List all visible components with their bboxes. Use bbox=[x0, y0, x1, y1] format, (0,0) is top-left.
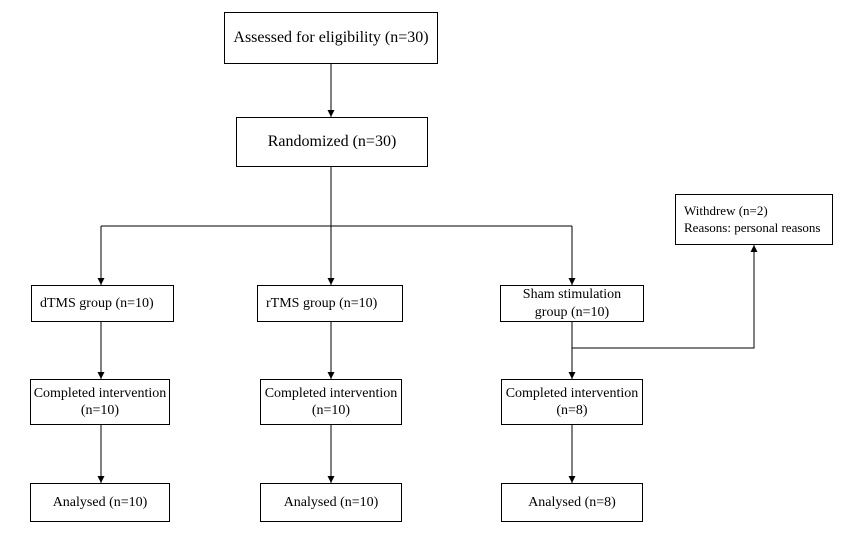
randomized-box: Randomized (n=30) bbox=[236, 117, 428, 167]
dtms-analysed-box: Analysed (n=10) bbox=[30, 483, 170, 522]
rtms-group-label: rTMS group (n=10) bbox=[266, 295, 378, 311]
rtms-group-box: rTMS group (n=10) bbox=[257, 285, 403, 322]
sham-analysed-label: Analysed (n=8) bbox=[528, 494, 616, 510]
dtms-completed-label: Completed intervention bbox=[33, 385, 167, 401]
rtms-analysed-label: Analysed (n=10) bbox=[283, 494, 379, 510]
sham-group-box: Sham stimulation group (n=10) bbox=[500, 285, 644, 322]
sham-completed-box: Completed intervention (n=8) bbox=[501, 379, 643, 425]
dtms-completed-box: Completed intervention (n=10) bbox=[30, 379, 170, 425]
rtms-analysed-box: Analysed (n=10) bbox=[260, 483, 402, 522]
dtms-analysed-label: Analysed (n=10) bbox=[52, 494, 148, 510]
dtms-completed-count: (n=10) bbox=[80, 403, 120, 418]
rtms-completed-label: Completed intervention bbox=[264, 385, 398, 401]
sham-group-count: group (n=10) bbox=[534, 304, 610, 320]
dtms-group-label: dTMS group (n=10) bbox=[40, 295, 154, 311]
randomized-label: Randomized (n=30) bbox=[267, 133, 397, 150]
sham-completed-count: (n=8) bbox=[556, 403, 588, 418]
withdrew-box: Withdrew (n=2) Reasons: personal reasons bbox=[675, 194, 833, 245]
sham-analysed-box: Analysed (n=8) bbox=[501, 483, 643, 522]
sham-group-label: Sham stimulation bbox=[522, 287, 622, 302]
withdrew-label: Withdrew (n=2) bbox=[684, 203, 768, 219]
arrow-to-withdrew bbox=[572, 245, 758, 349]
withdrew-reasons: Reasons: personal reasons bbox=[684, 219, 821, 235]
assessed-label: Assessed for eligibility (n=30) bbox=[233, 29, 429, 46]
sham-completed-label: Completed intervention bbox=[505, 385, 639, 401]
rtms-completed-box: Completed intervention (n=10) bbox=[260, 379, 402, 425]
assessed-box: Assessed for eligibility (n=30) bbox=[224, 12, 438, 64]
rtms-completed-count: (n=10) bbox=[311, 403, 351, 418]
dtms-group-box: dTMS group (n=10) bbox=[31, 285, 174, 322]
